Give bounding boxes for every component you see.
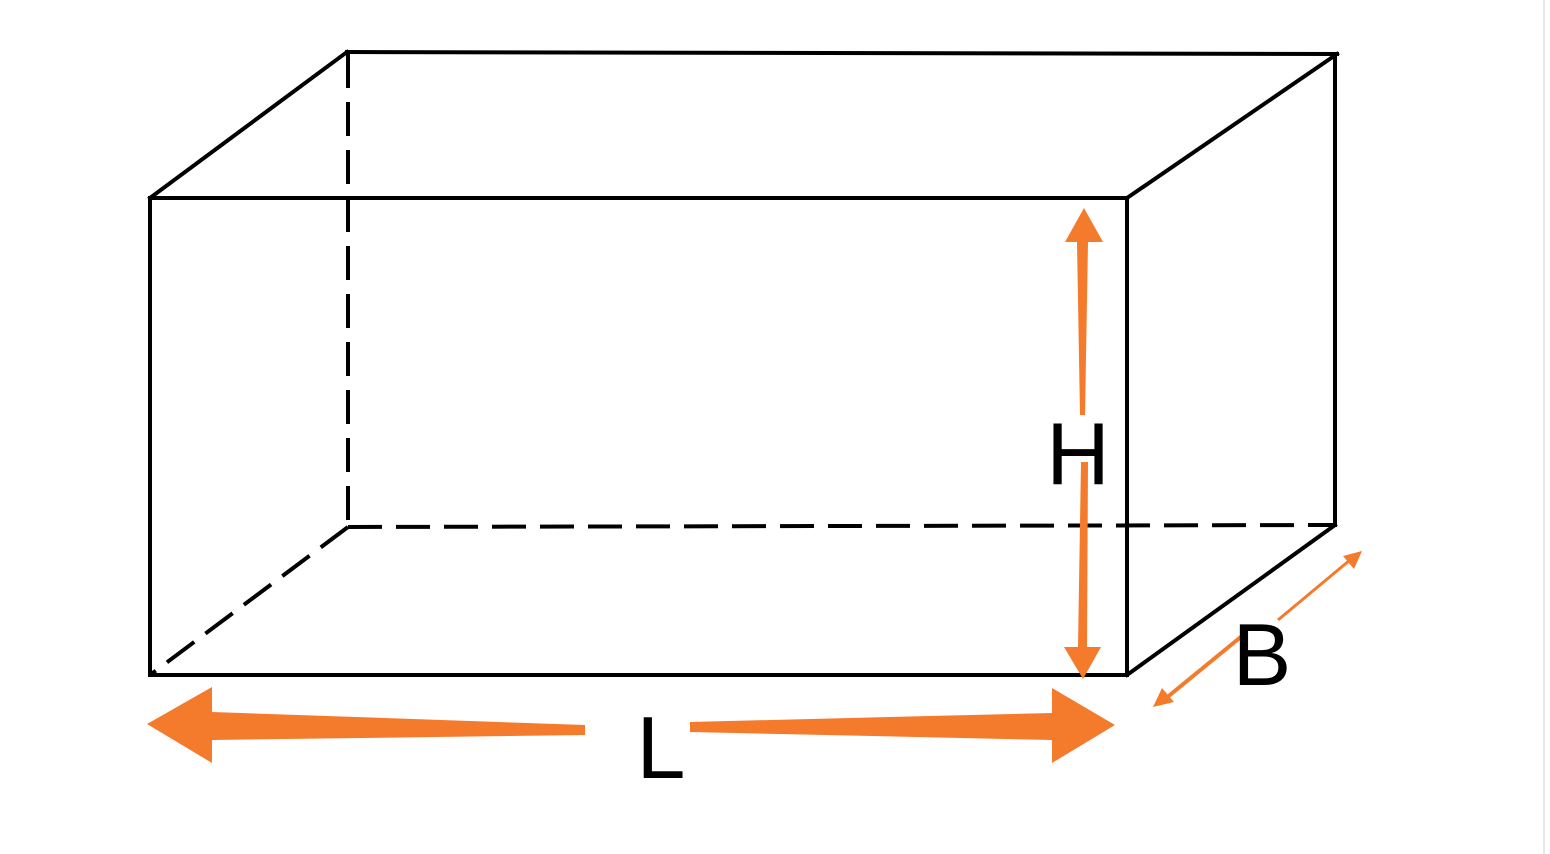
front-face [148, 196, 1129, 677]
top-left-edge [147, 49, 350, 201]
page-edge [1543, 0, 1545, 854]
back-top-edge [344, 49, 1340, 57]
breadth-arrow-shaft-upper [1277, 558, 1351, 622]
hidden-left-bottom-edge [148, 525, 350, 677]
breadth-arrow [1153, 551, 1362, 707]
hidden-edges [148, 54, 1336, 677]
breadth-label: B [1233, 605, 1292, 704]
length-arrow-right [690, 688, 1115, 763]
length-arrow [147, 687, 1115, 763]
height-arrow-down [1064, 462, 1101, 679]
breadth-arrowhead-upper [1343, 551, 1362, 569]
breadth-arrowhead-lower [1153, 688, 1174, 707]
length-label: L [637, 698, 686, 797]
top-right-edge [1124, 51, 1340, 201]
height-arrow-up [1065, 208, 1103, 415]
visible-edges [147, 49, 1340, 678]
length-arrow-left [147, 687, 585, 763]
breadth-arrow-shaft-lower [1163, 634, 1244, 701]
height-label: H [1046, 404, 1110, 503]
height-arrow [1064, 208, 1103, 679]
hidden-back-bottom-edge [347, 523, 1336, 529]
bottom-right-edge [1124, 522, 1338, 678]
